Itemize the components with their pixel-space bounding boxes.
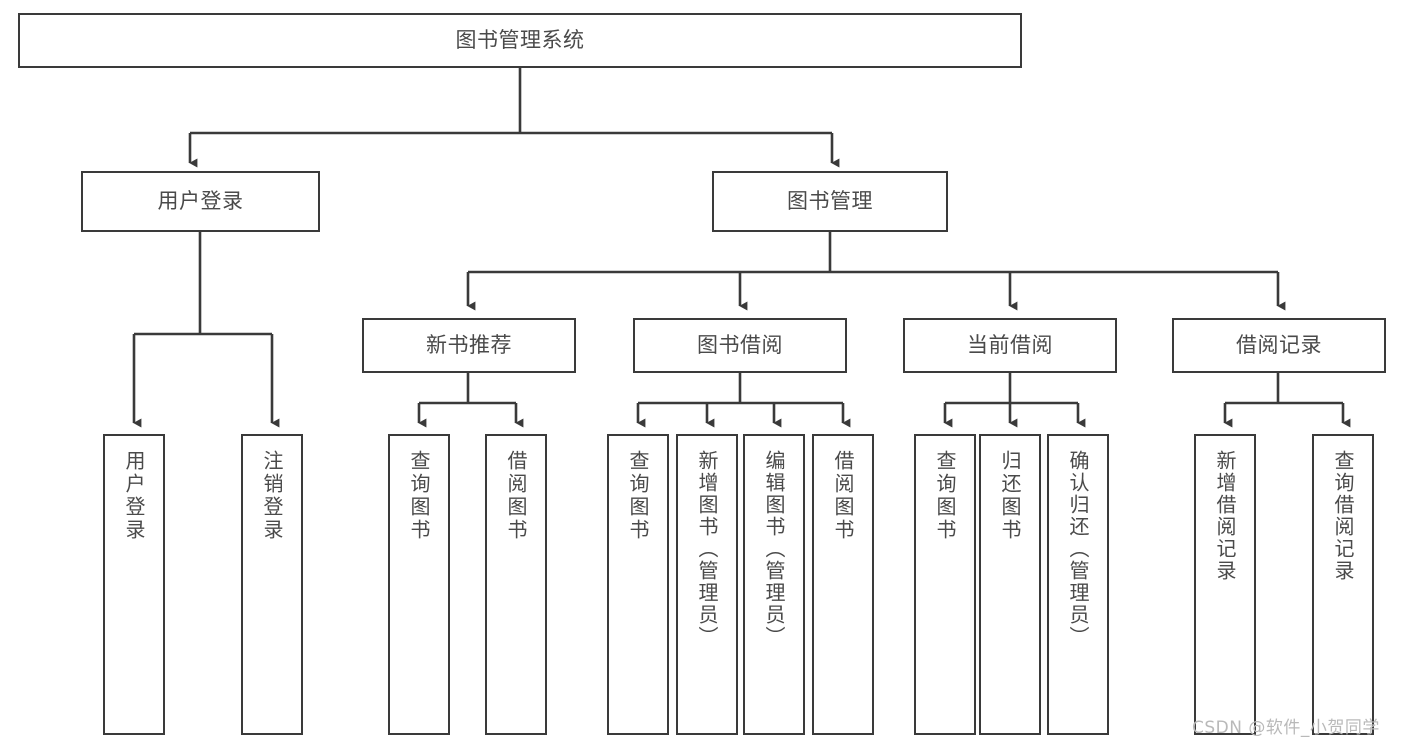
node-label: 新书推荐 [426,333,512,358]
leaf-label: 查询图书 [626,450,650,542]
node-current-borrow[interactable]: 当前借阅 [903,318,1117,373]
leaf-borrow-add-book-admin[interactable]: 新增图书（管理员） [676,434,738,735]
node-label: 用户登录 [157,189,244,214]
leaf-label: 用户登录 [122,450,146,542]
leaf-new-book-query[interactable]: 查询图书 [388,434,450,735]
leaf-current-return-book[interactable]: 归还图书 [979,434,1041,735]
leaf-label: 编辑图书（管理员） [762,450,786,648]
leaf-borrow-query-book[interactable]: 查询图书 [607,434,669,735]
node-label: 借阅记录 [1236,333,1322,358]
leaf-label: 确认归还（管理员） [1066,450,1090,648]
leaf-label: 查询借阅记录 [1331,450,1355,582]
watermark-credit: CSDN @软件_小贺同学 [1192,718,1380,738]
leaf-current-query-book[interactable]: 查询图书 [914,434,976,735]
leaf-label: 查询图书 [933,450,957,542]
leaf-new-book-borrow[interactable]: 借阅图书 [485,434,547,735]
leaf-borrow-edit-book-admin[interactable]: 编辑图书（管理员） [743,434,805,735]
leaf-record-add-record[interactable]: 新增借阅记录 [1194,434,1256,735]
node-new-book-recommend[interactable]: 新书推荐 [362,318,576,373]
leaf-label: 借阅图书 [504,450,528,542]
leaf-label: 新增借阅记录 [1213,450,1237,582]
leaf-user-login-signin[interactable]: 用户登录 [103,434,165,735]
node-label: 当前借阅 [967,333,1053,358]
leaf-record-query-record[interactable]: 查询借阅记录 [1312,434,1374,735]
node-label: 图书管理系统 [455,28,585,53]
leaf-borrow-borrow-book[interactable]: 借阅图书 [812,434,874,735]
leaf-label: 注销登录 [260,450,284,542]
leaf-label: 查询图书 [407,450,431,542]
leaf-current-confirm-return-admin[interactable]: 确认归还（管理员） [1047,434,1109,735]
node-label: 图书管理 [787,189,873,214]
node-book-management[interactable]: 图书管理 [712,171,948,232]
node-book-borrow[interactable]: 图书借阅 [633,318,847,373]
leaf-user-login-signout[interactable]: 注销登录 [241,434,303,735]
leaf-label: 新增图书（管理员） [695,450,719,648]
node-root-system[interactable]: 图书管理系统 [18,13,1022,68]
leaf-label: 归还图书 [998,450,1022,542]
node-label: 图书借阅 [697,333,783,358]
leaf-label: 借阅图书 [831,450,855,542]
node-user-login[interactable]: 用户登录 [81,171,320,232]
node-borrow-record[interactable]: 借阅记录 [1172,318,1386,373]
